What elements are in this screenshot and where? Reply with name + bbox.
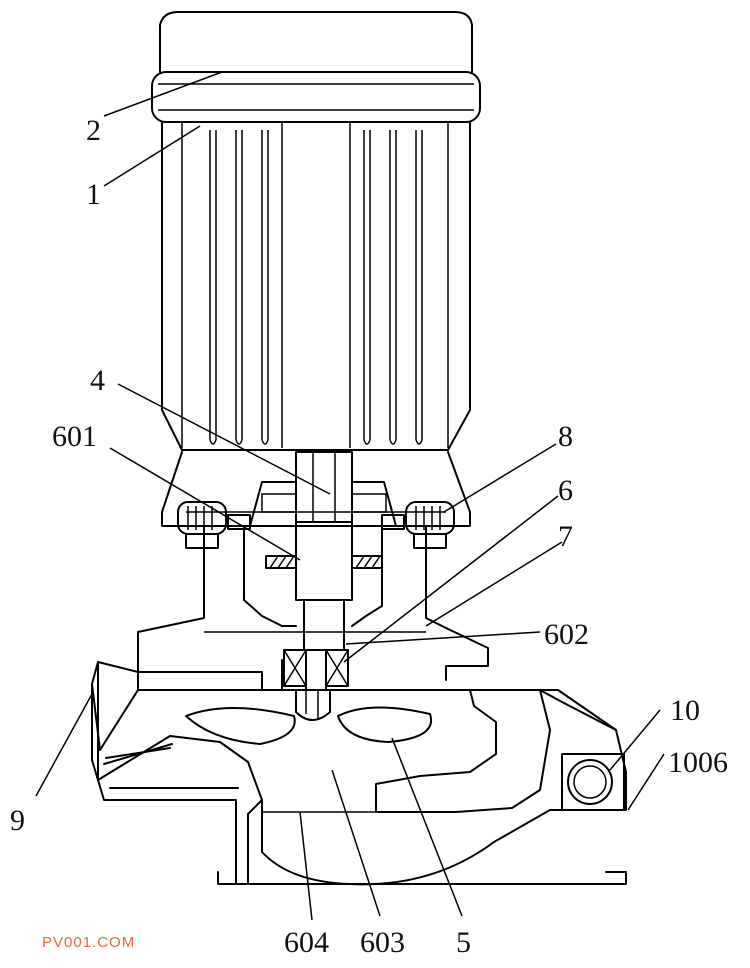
label-602: 602: [544, 618, 589, 651]
label-10: 10: [670, 694, 700, 727]
pedestal: [137, 521, 489, 721]
coupling-bracket: [161, 451, 471, 527]
label-5: 5: [456, 926, 471, 959]
label-4: 4: [90, 364, 105, 397]
label-8: 8: [558, 420, 573, 453]
label-1: 1: [86, 178, 101, 211]
label-604: 604: [284, 926, 329, 959]
part-labels: 2 1 4 601 8 6 7 602 10 1006 9 604 603 5: [10, 114, 728, 959]
label-601: 601: [52, 420, 97, 453]
label-1006: 1006: [668, 746, 728, 779]
label-603: 603: [360, 926, 405, 959]
label-6: 6: [558, 474, 573, 507]
pump-casing: [91, 661, 627, 886]
label-2: 2: [86, 114, 101, 147]
watermark: PV001.COM: [42, 934, 135, 951]
label-9: 9: [10, 804, 25, 837]
motor: [151, 11, 481, 451]
bolt-right: [381, 501, 455, 549]
label-7: 7: [558, 520, 573, 553]
leader-lines: [35, 71, 665, 921]
